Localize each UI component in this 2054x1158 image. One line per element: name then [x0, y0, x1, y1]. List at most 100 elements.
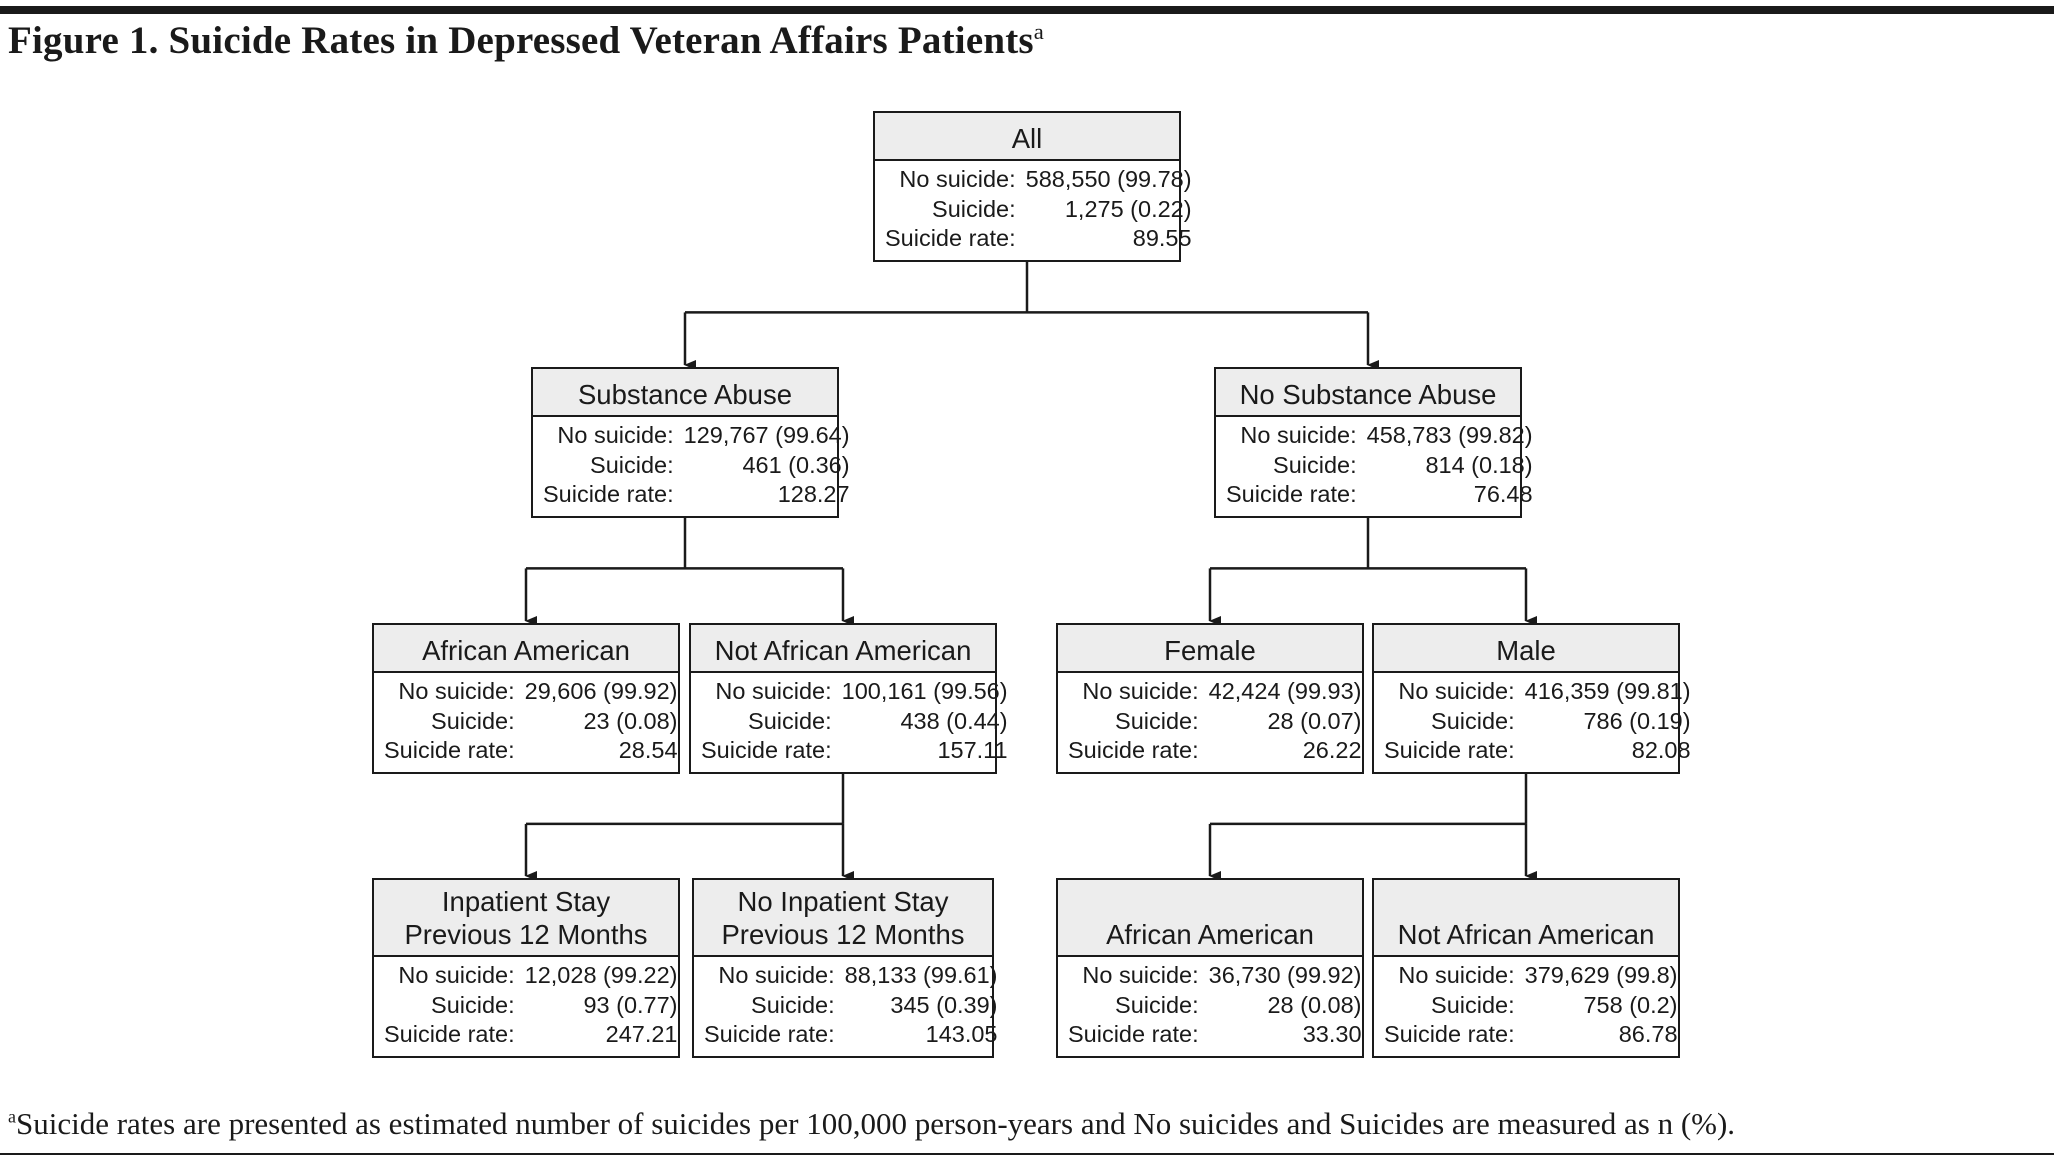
node-header: African American [374, 625, 678, 673]
no-suicide-label: No suicide: [1240, 422, 1357, 448]
node-header: Inpatient Stay Previous 12 Months [374, 880, 678, 957]
node-inpatient-stay: Inpatient Stay Previous 12 Months No sui… [372, 878, 680, 1058]
suicide-rate-label: Suicide rate: [543, 481, 674, 507]
node-stats: No suicide:379,629 (99.8) Suicide:758 (0… [1374, 957, 1678, 1050]
no-suicide-label: No suicide: [1082, 962, 1199, 988]
suicide-rate-value: 143.05 [925, 1021, 998, 1047]
node-header: All [875, 113, 1179, 161]
node-male: Male No suicide: 416,359 (99.81) Suicide:… [1372, 623, 1691, 774]
no-suicide-value: 416,359 (99.81) [1524, 678, 1691, 704]
node-header: Substance Abuse [533, 369, 837, 417]
suicide-rate-value: 89.55 [1132, 225, 1192, 251]
node-title: African American [1106, 919, 1314, 950]
figure-title-text: Figure 1. Suicide Rates in Depressed Vet… [8, 19, 1034, 62]
suicide-label: Suicide: [1431, 707, 1515, 734]
no-suicide-label: No suicide: [718, 962, 835, 988]
suicide-rate-value: 86.78 [1618, 1021, 1678, 1047]
suicide-label: Suicide: [751, 991, 835, 1018]
suicide-rate-value: 26.22 [1302, 737, 1362, 763]
figure-title-footnote-marker: a [1033, 19, 1045, 44]
no-suicide-label: No suicide: [398, 678, 515, 704]
node-female: Female No suicide: 42,424 (99.93) Suicide… [1056, 623, 1364, 774]
suicide-rate-value: 28.54 [618, 737, 678, 763]
node-stats: No suicide: 29,606 (99.92) Suicide: 23 (0.… [374, 673, 678, 766]
node-stats: No suicide:12,028 (99.22) Suicide:93 (0.… [374, 957, 678, 1050]
node-header: No Inpatient Stay Previous 12 Months [694, 880, 992, 957]
suicide-value: 461 (0.36) [742, 451, 850, 478]
suicide-value: 28 (0.07) [1267, 707, 1362, 734]
suicide-rate-label: Suicide rate: [1226, 481, 1357, 507]
no-suicide-value: 379,629 (99.8) [1524, 962, 1678, 988]
suicide-rate-label: Suicide rate: [384, 737, 515, 763]
node-stats: No suicide: 88,133 (99.61) Suicide: 345 (0… [694, 957, 998, 1050]
suicide-rate-value: 76.48 [1473, 481, 1533, 507]
node-stats: No suicide:36,730 (99.92) Suicide:28 (0.… [1058, 957, 1362, 1050]
node-sa-african-american: African American No suicide: 29,606 (99.9… [372, 623, 680, 774]
suicide-rate-label: Suicide rate: [704, 1021, 835, 1047]
node-stats: No suicide:458,783 (99.82) Suicide:814 (… [1216, 417, 1533, 510]
node-title-line-2: Previous 12 Months [404, 919, 648, 950]
suicide-value: 93 (0.77) [583, 991, 678, 1018]
no-suicide-label: No suicide: [557, 422, 674, 448]
suicide-value: 438 (0.44) [900, 707, 1008, 734]
suicide-value: 786 (0.19) [1583, 707, 1691, 734]
node-no-substance-abuse: No Substance Abuse No suicide:458,783 (9… [1214, 367, 1533, 518]
node-no-inpatient-stay: No Inpatient Stay Previous 12 Months No … [692, 878, 998, 1058]
no-suicide-value: 588,550 (99.78) [1025, 166, 1192, 192]
suicide-label: Suicide: [1115, 707, 1199, 734]
suicide-label: Suicide: [431, 707, 515, 734]
suicide-value: 1,275 (0.22) [1064, 195, 1192, 222]
no-suicide-value: 88,133 (99.61) [844, 962, 998, 988]
node-title: Female [1164, 635, 1256, 666]
node-title-line-1: Inpatient Stay [441, 886, 611, 917]
node-title-line-1: No Inpatient Stay [737, 886, 949, 917]
figure-title: Figure 1. Suicide Rates in Depressed Vet… [8, 18, 1044, 63]
suicide-value: 28 (0.08) [1267, 991, 1362, 1018]
suicide-value: 814 (0.18) [1425, 451, 1533, 478]
no-suicide-value: 42,424 (99.93) [1208, 678, 1362, 704]
suicide-rate-label: Suicide rate: [885, 225, 1016, 251]
no-suicide-label: No suicide: [398, 962, 515, 988]
top-rule [0, 6, 2054, 14]
node-stats: No suicide: 416,359 (99.81) Suicide: 786 (… [1374, 673, 1691, 766]
no-suicide-value: 458,783 (99.82) [1366, 422, 1533, 448]
node-header: Female [1058, 625, 1362, 673]
node-header: Not African American [1374, 880, 1678, 957]
node-sa-not-african-american: Not African American No suicide:100,161 … [689, 623, 1008, 774]
node-header: Male [1374, 625, 1678, 673]
suicide-label: Suicide: [1431, 991, 1515, 1018]
suicide-rate-value: 128.27 [777, 481, 850, 507]
footnote-text: Suicide rates are presented as estimated… [15, 1106, 1736, 1141]
node-title: Not African American [1397, 919, 1655, 950]
suicide-label: Suicide: [932, 195, 1016, 222]
node-stats: No suicide: 129,767 (99.64) Suicide: 461 (… [533, 417, 850, 510]
no-suicide-label: No suicide: [1398, 962, 1515, 988]
no-suicide-value: 12,028 (99.22) [524, 962, 678, 988]
suicide-rate-label: Suicide rate: [384, 1021, 515, 1047]
node-title: Male [1496, 635, 1556, 666]
suicide-value: 345 (0.39) [890, 991, 998, 1018]
suicide-rate-label: Suicide rate: [1068, 737, 1199, 763]
suicide-label: Suicide: [1115, 991, 1199, 1018]
no-suicide-label: No suicide: [1398, 678, 1515, 704]
node-all: All No suicide: 588,550 (99.78) Suicide: 1… [873, 111, 1192, 262]
suicide-rate-value: 247.21 [605, 1021, 678, 1047]
no-suicide-value: 129,767 (99.64) [683, 422, 850, 448]
node-male-african-american: African American No suicide:36,730 (99.9… [1056, 878, 1364, 1058]
footnote-marker: a [8, 1106, 16, 1127]
suicide-rate-value: 82.08 [1631, 737, 1691, 763]
suicide-label: Suicide: [748, 707, 832, 734]
suicide-rate-label: Suicide rate: [1384, 737, 1515, 763]
no-suicide-value: 29,606 (99.92) [524, 678, 678, 704]
node-stats: No suicide:100,161 (99.56) Suicide:438 (… [691, 673, 1008, 766]
suicide-rate-label: Suicide rate: [1384, 1021, 1515, 1047]
no-suicide-label: No suicide: [899, 166, 1016, 192]
figure-footnote: aSuicide rates are presented as estimate… [8, 1106, 1735, 1142]
no-suicide-label: No suicide: [715, 678, 832, 704]
suicide-label: Suicide: [590, 451, 674, 478]
no-suicide-label: No suicide: [1082, 678, 1199, 704]
node-title: All [1011, 123, 1043, 154]
suicide-value: 23 (0.08) [583, 707, 678, 734]
node-header: Not African American [691, 625, 995, 673]
